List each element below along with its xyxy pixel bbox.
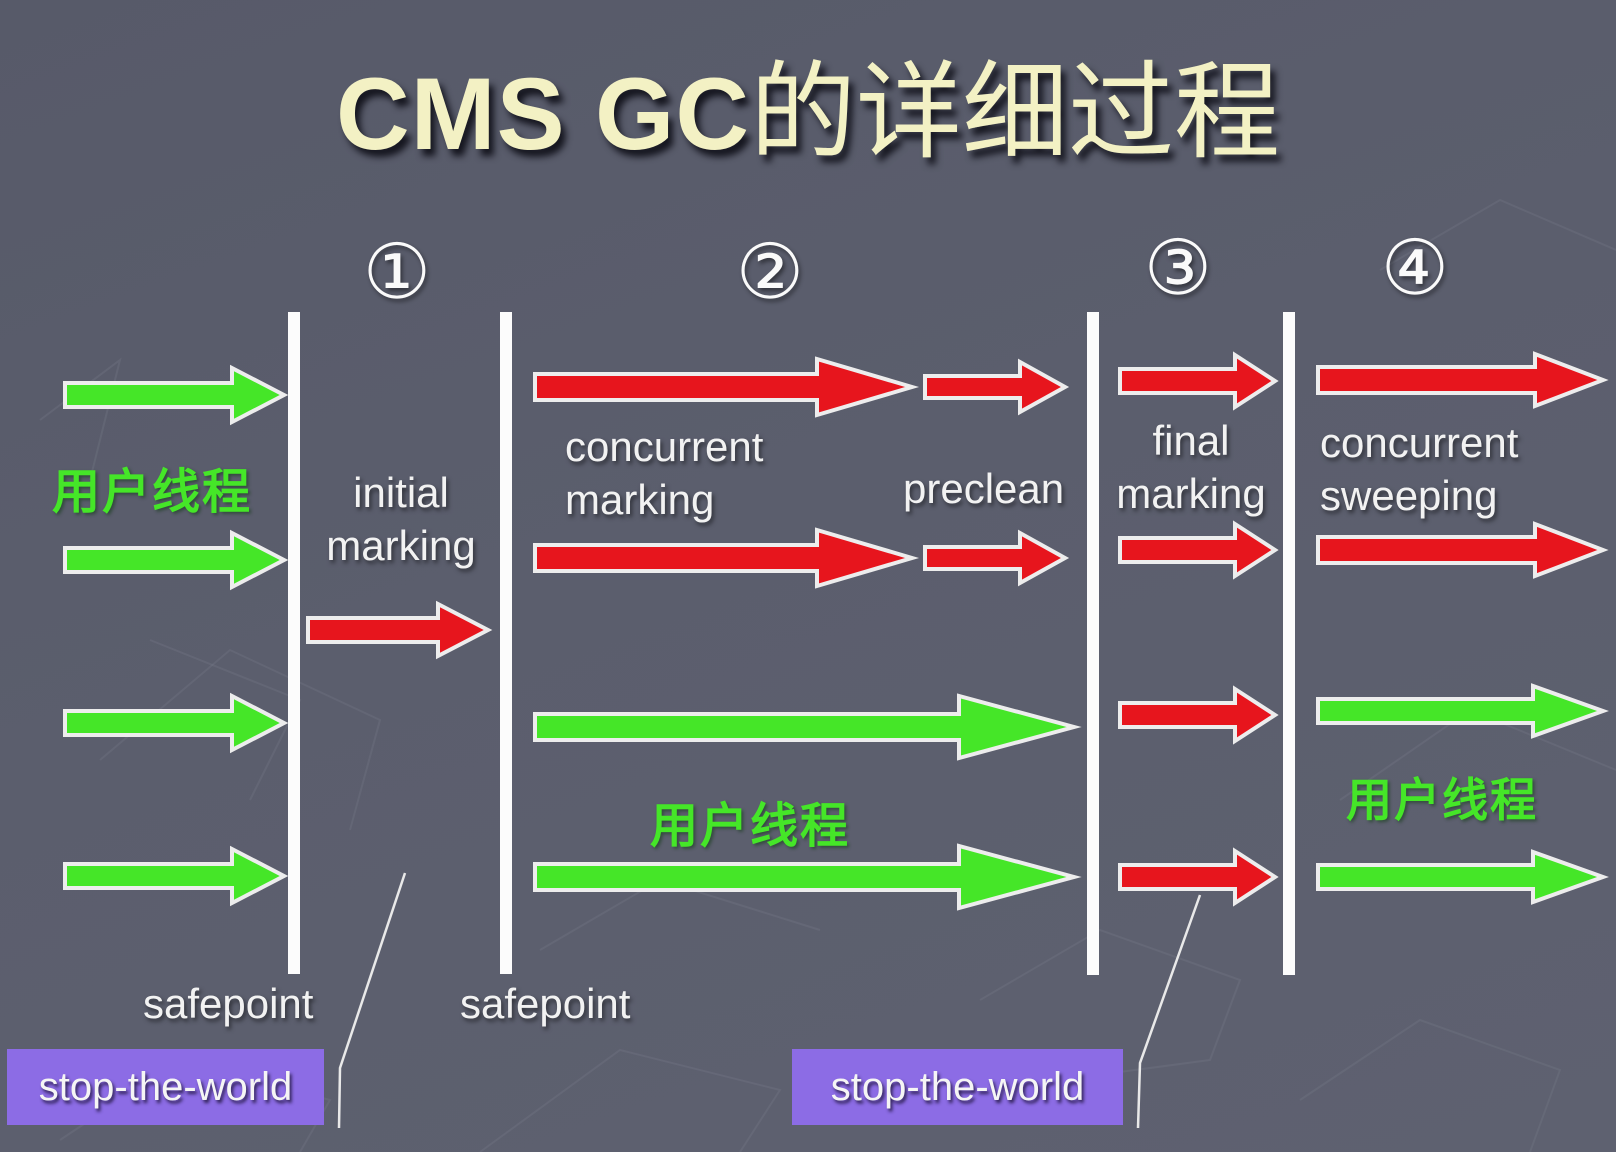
concurrent-sweeping-line1: concurrent [1320, 419, 1519, 466]
user-thread-arrows-middle [533, 693, 1082, 911]
user-thread-arrow [1316, 683, 1609, 739]
gc-thread-arrow [1316, 351, 1609, 409]
user-thread-arrow [533, 693, 1082, 761]
concurrent-marking-gc-arrows [533, 356, 920, 589]
safepoint-bar-3 [1087, 312, 1099, 975]
phase-marker-1: ① [362, 227, 432, 316]
gc-thread-arrow [1118, 685, 1279, 745]
safepoint-bar-2 [500, 312, 512, 974]
page-title: CMS GC的详细过程 [0, 26, 1616, 180]
user-thread-arrow [533, 843, 1082, 911]
concurrent-marking-label: concurrent marking [565, 420, 763, 526]
preclean-gc-arrows [923, 358, 1070, 587]
user-thread-arrow [63, 364, 289, 426]
user-thread-label-left: 用户线程 [52, 466, 253, 519]
concurrent-marking-line1: concurrent [565, 423, 764, 470]
concurrent-sweeping-label: concurrent sweeping [1320, 416, 1518, 522]
gc-thread-arrow [923, 529, 1070, 587]
safepoint-bar-4 [1283, 312, 1295, 975]
user-thread-label-middle: 用户线程 [650, 800, 851, 853]
initial-marking-line1: initial [353, 469, 449, 516]
concurrent-sweeping-line2: sweeping [1320, 472, 1498, 519]
gc-thread-arrow [533, 527, 920, 589]
phase-marker-4: ④ [1380, 223, 1450, 312]
stop-the-world-text-1: stop-the-world [38, 1064, 293, 1109]
user-thread-label-right: 用户线程 [1346, 774, 1538, 826]
stop-the-world-text-2: stop-the-world [830, 1064, 1085, 1109]
final-marking-line1: final [1152, 417, 1230, 464]
title-cjk: 的详细过程 [750, 51, 1280, 174]
user-thread-arrow [63, 845, 289, 907]
gc-thread-arrow [1316, 521, 1609, 579]
user-thread-arrow [63, 529, 289, 591]
gc-thread-arrow [533, 356, 920, 418]
phase-marker-3: ③ [1143, 223, 1213, 312]
safepoint-label-1: safepoint [143, 980, 314, 1027]
gc-thread-arrow [1118, 520, 1279, 580]
concurrent-marking-line2: marking [565, 476, 715, 523]
user-thread-arrow [63, 692, 289, 754]
gc-thread-arrow [1118, 351, 1279, 411]
user-thread-arrows-right [1316, 683, 1609, 905]
title-latin: CMS GC [336, 57, 750, 171]
initial-marking-gc-arrow [306, 600, 493, 660]
gc-thread-arrow [923, 358, 1070, 416]
initial-marking-line2: marking [326, 522, 476, 569]
final-marking-label: final marking [1099, 414, 1283, 520]
stop-the-world-callout-line-2 [1136, 894, 1202, 1129]
user-thread-arrows-left [63, 364, 289, 907]
stop-the-world-box-2: stop-the-world [792, 1049, 1123, 1125]
final-marking-gc-arrows [1118, 351, 1279, 907]
concurrent-sweeping-gc-arrows [1316, 351, 1609, 579]
user-thread-arrow [1316, 849, 1609, 905]
stop-the-world-box-1: stop-the-world [7, 1049, 324, 1125]
phase-marker-2: ② [735, 227, 805, 316]
safepoint-bar-1 [288, 312, 300, 974]
final-marking-line2: marking [1116, 470, 1266, 517]
gc-thread-arrow [1118, 847, 1279, 907]
stop-the-world-callout-line-1 [337, 872, 407, 1129]
safepoint-label-2: safepoint [460, 980, 631, 1027]
safepoint-bars [288, 312, 1295, 975]
preclean-label: preclean [903, 465, 1065, 512]
initial-marking-label: initial marking [290, 466, 512, 572]
